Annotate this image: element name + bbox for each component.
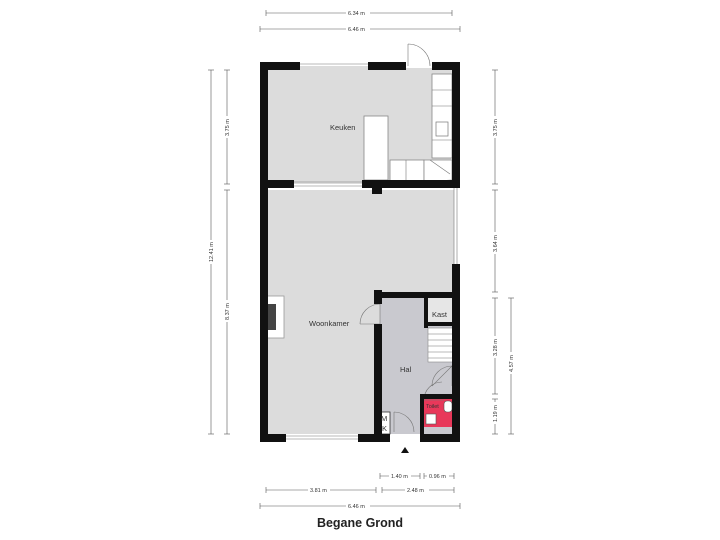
room-label-toilet: Toilet	[426, 404, 439, 410]
counter-corner	[423, 159, 453, 183]
floor-title: Begane Grond	[317, 516, 403, 530]
room-label-kast: Kast	[432, 310, 448, 319]
counter-bottom	[389, 159, 425, 183]
room-label-keuken: Keuken	[330, 123, 355, 132]
dimension-left: 12.41 m 3.75 m 8.37 m	[207, 69, 231, 435]
room-label-mk-top: M	[381, 414, 387, 423]
kitchen-counters	[363, 73, 453, 183]
room-label-hal: Hal	[400, 365, 412, 374]
sink-icon	[435, 121, 449, 137]
entrance-arrow-icon	[401, 447, 409, 453]
dimension-top: 6.34 m 6.46 m	[259, 9, 461, 33]
dim-bottom-right: 2.48 m	[407, 488, 424, 494]
toilet-fixture	[425, 400, 453, 425]
dim-right-outer: 4.57 m	[509, 355, 515, 372]
room-label-mk-bottom: K	[382, 424, 387, 433]
dim-left-upper: 3.75 m	[225, 119, 231, 136]
counter-right	[431, 73, 453, 159]
floors	[266, 68, 454, 434]
dimension-right: 3.75 m 3.64 m 3.28 m 1.19 m 4.57 m	[491, 69, 515, 435]
dim-right-upper: 3.75 m	[493, 119, 499, 136]
dim-right-hall: 3.28 m	[493, 339, 499, 356]
windows	[286, 63, 458, 440]
dim-top-outer: 6.34 m	[348, 11, 365, 17]
dim-bottom-total: 6.46 m	[348, 504, 365, 510]
dim-right-middle: 3.64 m	[493, 235, 499, 252]
walls	[260, 62, 460, 442]
dim-bottom-small-left: 1.40 m	[391, 474, 408, 480]
dim-top-inner: 6.46 m	[348, 27, 365, 33]
dim-bottom-left: 3.81 m	[310, 488, 327, 494]
door-icon	[393, 411, 415, 433]
dim-left-total: 12.41 m	[209, 242, 215, 262]
kitchen-island	[363, 115, 389, 181]
dim-left-lower: 8.37 m	[225, 303, 231, 320]
door-icon	[407, 43, 431, 67]
dim-bottom-small-right: 0.96 m	[429, 474, 446, 480]
room-label-woonkamer: Woonkamer	[309, 319, 350, 328]
kast-floor	[428, 298, 454, 324]
stairs	[427, 327, 455, 363]
dim-right-toilet: 1.19 m	[493, 405, 499, 422]
dimension-bottom: 1.40 m 0.96 m 3.81 m 2.48 m 6.46 m	[259, 472, 461, 510]
